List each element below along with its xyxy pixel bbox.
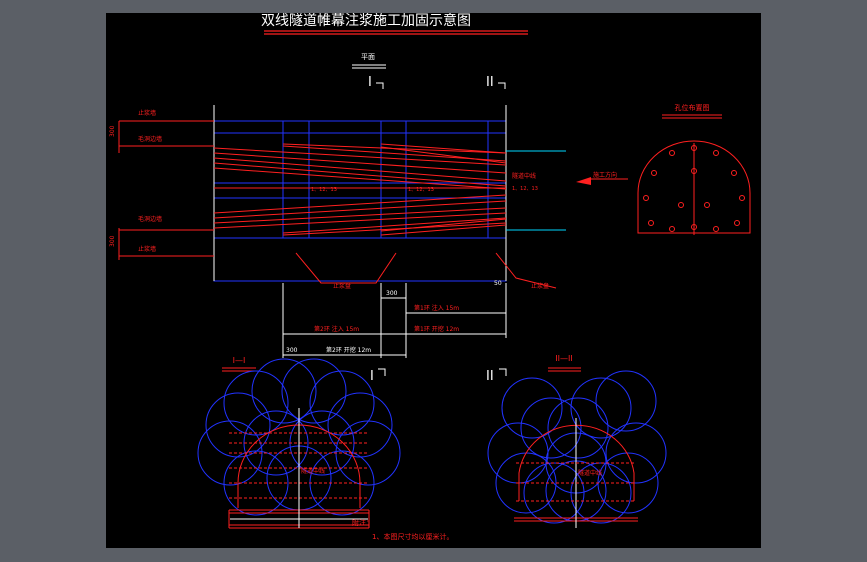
direction-arrowhead (576, 177, 591, 185)
second-excavate: 第2环 开挖 12m (326, 346, 371, 354)
grout-coverage-circles (487, 370, 667, 524)
section-arrow-ii-bottom (499, 368, 507, 376)
dim-top: 300 (109, 125, 116, 137)
dimension-block: 止浆盘 止浆盘 300 50 第1环 注入 15m 第1环 开挖 12m 第2环… (282, 252, 557, 358)
grout-holes-lower (213, 194, 507, 236)
hole-edge-top-label: 毛洞边墙 (138, 135, 162, 143)
section-mark-i-bottom: I (370, 369, 374, 384)
dim-300b: 300 (286, 347, 298, 354)
numbers-b: 1、12、13 (408, 187, 434, 193)
numbers-a: 1、12、13 (311, 187, 337, 193)
section-arrow-ii-top (498, 82, 506, 89)
stop-wall-bottom-label: 止浆墙 (138, 245, 156, 253)
drawing-canvas: 双线隧道帷幕注浆施工加固示意图 平面 I II (109, 13, 751, 541)
drawing-sheet: 双线隧道帷幕注浆施工加固示意图 平面 I II (106, 13, 761, 548)
stop-disk-left: 止浆盘 (333, 282, 351, 290)
grout-holes (643, 145, 745, 232)
first-excavate: 第1环 开挖 12m (414, 325, 459, 333)
section-ii-title: II—II (555, 354, 572, 363)
stop-disk-right: 止浆盘 (531, 282, 549, 290)
construction-direction-label: 施工方向 (593, 171, 617, 179)
section-mark-i-top: I (368, 75, 372, 90)
second-grout: 第2环 注入 15m (314, 325, 359, 333)
stop-disk-leader-right (495, 252, 557, 289)
plan-frame (213, 120, 507, 282)
stop-wall-top-label: 止浆墙 (138, 109, 156, 117)
hole-layout-diagram: 孔位布置图 (637, 103, 751, 235)
construction-direction: 施工方向 (576, 171, 628, 185)
section-i-title: I—I (233, 356, 246, 365)
section-i-i: I—I 隧道中线 (197, 356, 401, 529)
tunnel-center-label: 隧道中线 (512, 172, 536, 180)
grout-holes-upper (213, 143, 507, 190)
drawing-title: 双线隧道帷幕注浆施工加固示意图 (261, 13, 471, 29)
hole-layout-title: 孔位布置图 (675, 103, 710, 112)
first-grout: 第1环 注入 15m (414, 304, 459, 312)
notes-heading: 附注： (352, 518, 373, 527)
section-mark-ii-bottom: II (486, 369, 494, 384)
section-arrow-i-top (376, 82, 384, 89)
left-annotations: 止浆墙 毛洞边墙 300 毛洞边墙 止浆墙 300 (109, 109, 214, 260)
dim-50: 50 (494, 280, 502, 287)
section-ii-center-text: 隧道中线 (578, 469, 602, 477)
section-ii-ii: II—II 隧道中线 (487, 354, 667, 528)
notes-item-1: 1、本图尺寸均以厘米计。 (372, 532, 453, 541)
dim-bottom: 300 (109, 235, 116, 247)
section-i-center-text: 隧道中线 (301, 467, 325, 475)
notes: 附注： 1、本图尺寸均以厘米计。 (352, 518, 453, 541)
section-mark-ii-top: II (486, 75, 494, 90)
plan-view: 1、12、13 1、12、13 隧道中线 1、12、13 (213, 105, 566, 282)
dim-300a: 300 (386, 290, 398, 297)
plan-label: 平面 (361, 53, 375, 61)
stop-disk-leader-left (295, 252, 397, 284)
tunnel-outline (637, 140, 751, 234)
hole-edge-bottom-label: 毛洞边墙 (138, 215, 162, 223)
numbers-center: 1、12、13 (512, 186, 538, 192)
section-arrow-i-bottom (378, 368, 386, 376)
